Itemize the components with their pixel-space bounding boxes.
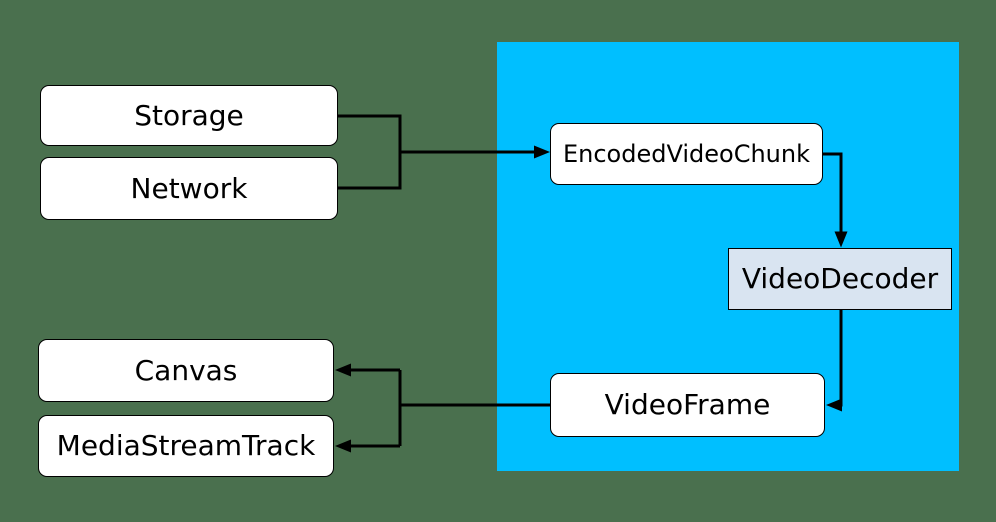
- node-videoframe-label: VideoFrame: [604, 388, 771, 421]
- arrowhead-into-canvas: [335, 363, 351, 377]
- node-storage: Storage: [40, 85, 338, 146]
- node-mediastreamtrack-label: MediaStreamTrack: [56, 429, 316, 462]
- node-network: Network: [40, 157, 338, 220]
- node-encodedvideochunk: EncodedVideoChunk: [550, 123, 823, 185]
- node-canvas: Canvas: [38, 339, 334, 402]
- node-mediastreamtrack: MediaStreamTrack: [38, 415, 334, 477]
- node-network-label: Network: [130, 171, 248, 205]
- arrowhead-into-mediastreamtrack: [335, 439, 351, 453]
- node-videodecoder-label: VideoDecoder: [741, 262, 939, 295]
- node-videoframe: VideoFrame: [550, 373, 825, 437]
- node-videodecoder: VideoDecoder: [728, 248, 952, 310]
- node-encodedvideochunk-label: EncodedVideoChunk: [562, 140, 811, 168]
- node-canvas-label: Canvas: [134, 353, 238, 387]
- node-storage-label: Storage: [134, 98, 244, 132]
